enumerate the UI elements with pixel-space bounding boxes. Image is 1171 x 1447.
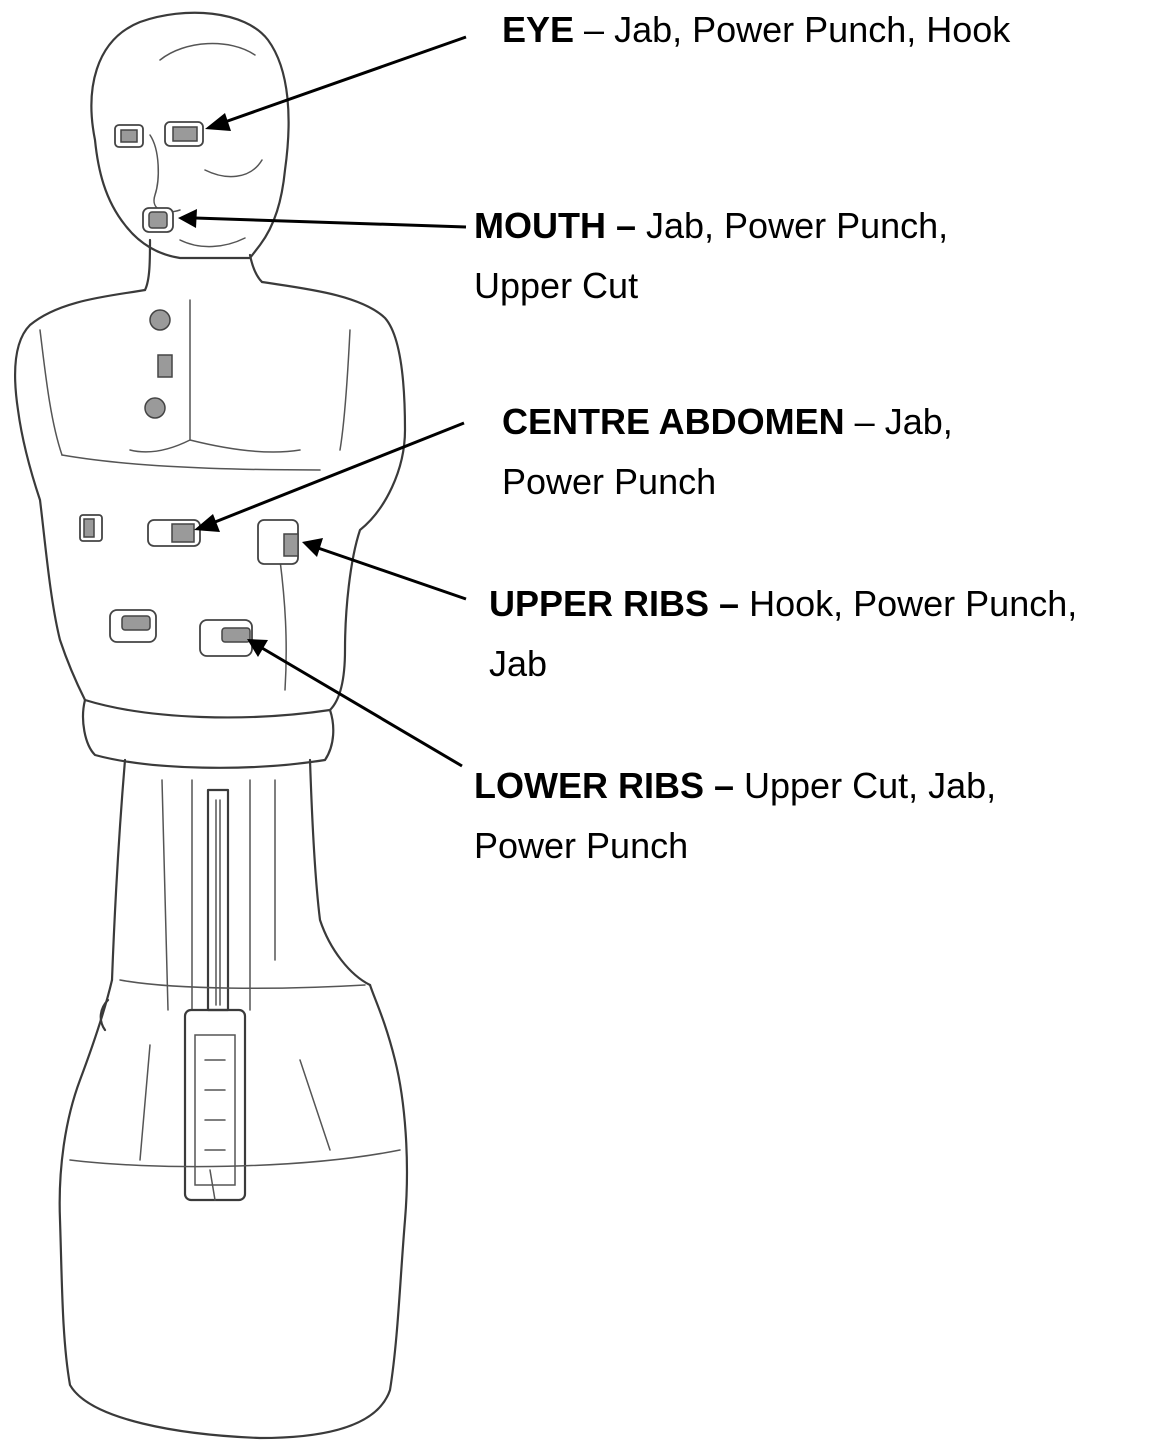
- label-mouth-desc: Jab, Power Punch,: [636, 205, 948, 246]
- label-centre-abdomen-desc: – Jab,: [845, 401, 953, 442]
- chest-buttons: [145, 310, 172, 418]
- mouth-target: [143, 208, 173, 232]
- label-centre-abdomen: CENTRE ABDOMEN – Jab, Power Punch: [502, 392, 953, 512]
- dummy-base: [60, 980, 407, 1438]
- arrow-lower-ribs: [247, 639, 462, 766]
- label-upper-ribs-name: UPPER RIBS –: [489, 583, 739, 624]
- dummy-stem: [112, 760, 370, 1010]
- label-eye: EYE – Jab, Power Punch, Hook: [502, 0, 1010, 60]
- arrow-upper-ribs: [302, 538, 466, 599]
- label-eye-name: EYE: [502, 9, 574, 50]
- label-mouth: MOUTH – Jab, Power Punch, Upper Cut: [474, 196, 948, 316]
- dummy-neck: [145, 240, 262, 290]
- label-mouth-name: MOUTH –: [474, 205, 636, 246]
- arrow-centre-abdomen: [194, 423, 464, 532]
- arrow-eye: [205, 37, 466, 131]
- label-lower-ribs-desc: Upper Cut, Jab,: [734, 765, 996, 806]
- control-unit: [185, 1010, 245, 1200]
- label-eye-desc: – Jab, Power Punch, Hook: [574, 9, 1010, 50]
- label-mouth-line2: Upper Cut: [474, 256, 948, 316]
- label-lower-ribs-name: LOWER RIBS –: [474, 765, 734, 806]
- label-lower-ribs-line2: Power Punch: [474, 816, 996, 876]
- abdomen-targets: [80, 515, 298, 656]
- label-centre-abdomen-line2: Power Punch: [502, 452, 953, 512]
- eye-targets: [115, 122, 203, 147]
- label-centre-abdomen-name: CENTRE ABDOMEN: [502, 401, 845, 442]
- label-upper-ribs-desc: Hook, Power Punch,: [739, 583, 1077, 624]
- label-upper-ribs-line2: Jab: [489, 634, 1077, 694]
- label-lower-ribs: LOWER RIBS – Upper Cut, Jab, Power Punch: [474, 756, 996, 876]
- arrow-mouth: [178, 209, 466, 228]
- label-upper-ribs: UPPER RIBS – Hook, Power Punch, Jab: [489, 574, 1077, 694]
